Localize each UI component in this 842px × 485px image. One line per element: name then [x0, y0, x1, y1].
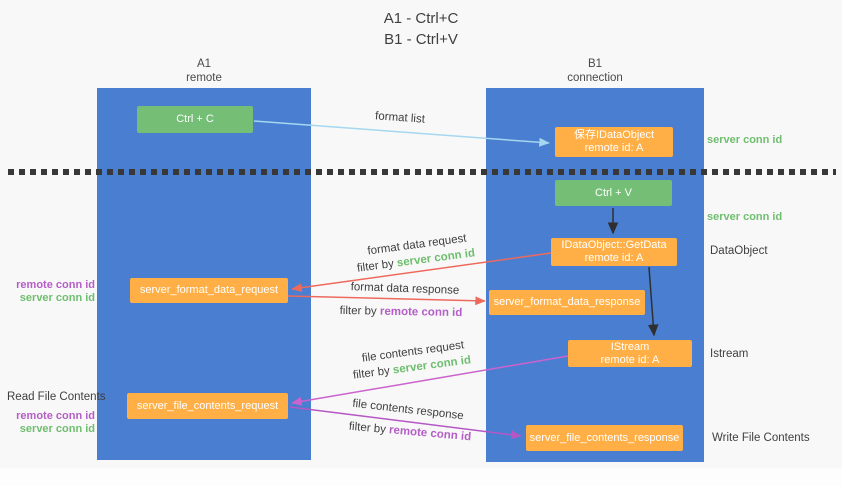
server-file-contents-request-label: server_file_contents_request — [136, 399, 279, 412]
ctrl-v-label: Ctrl + V — [595, 186, 632, 199]
lane-a1-header: A1 remote — [144, 57, 264, 85]
ctrl-c-label: Ctrl + C — [176, 113, 214, 125]
filter-by-text: filter by — [356, 257, 398, 275]
server-conn-id-label: server conn id — [19, 292, 95, 304]
annotation-istream: Istream — [710, 348, 749, 360]
title-line-1: A1 - Ctrl+C — [383, 10, 459, 27]
node-ctrl-c: Ctrl + C — [137, 106, 253, 133]
annotation-server-conn-id-mid: server conn id — [707, 211, 783, 223]
filter-by-text: filter by — [339, 304, 381, 318]
node-server-file-contents-request: server_file_contents_request — [127, 393, 288, 419]
filter-by-text: filter by — [352, 364, 394, 382]
getdata-line2: remote id: A — [584, 252, 644, 264]
save-idataobject-line1: 保存IDataObject — [573, 129, 655, 141]
node-save-idataobject: 保存IDataObject remote id: A — [555, 127, 673, 157]
annotation-server-conn-id-top: server conn id — [707, 134, 783, 146]
server-conn-id-label: server conn id — [19, 423, 95, 435]
lane-b1-name: B1 — [587, 58, 603, 70]
node-ctrl-v: Ctrl + V — [555, 180, 672, 206]
lane-b1-header: B1 connection — [535, 57, 655, 85]
server-format-data-response-label: server_format_data_response — [493, 296, 641, 308]
format-data-response-filter-label: filter by remote conn id — [340, 305, 463, 319]
file-contents-response-filter-label: filter by remote conn id — [348, 421, 471, 444]
format-list-label: format list — [374, 110, 426, 126]
format-data-response-label: format data response — [350, 281, 460, 297]
node-server-format-data-request: server_format_data_request — [130, 278, 288, 303]
server-file-contents-response-label: server_file_contents_response — [529, 431, 680, 444]
remote-conn-id-text: remote conn id — [379, 305, 463, 320]
diagram-title: A1 - Ctrl+C B1 - Ctrl+V — [0, 8, 842, 50]
annotation-file-request-conn-ids: remote conn id server conn id — [0, 410, 95, 436]
lane-b1-subtitle: connection — [567, 72, 623, 84]
annotation-read-file-contents: Read File Contents — [7, 391, 106, 403]
node-idataobject-getdata: IDataObject::GetData remote id: A — [551, 238, 677, 266]
remote-conn-id-label: remote conn id — [16, 279, 95, 291]
getdata-line1: IDataObject::GetData — [561, 239, 667, 251]
remote-conn-id-label: remote conn id — [16, 410, 95, 422]
session-divider-dotted-line — [8, 169, 836, 175]
lane-a1-name: A1 — [196, 58, 212, 70]
annotation-format-request-conn-ids: remote conn id server conn id — [0, 279, 95, 305]
save-idataobject-line2: remote id: A — [584, 142, 644, 154]
lane-a1-subtitle: remote — [186, 72, 222, 84]
bottom-strip — [0, 468, 842, 485]
server-format-data-request-label: server_format_data_request — [139, 284, 279, 296]
node-server-format-data-response: server_format_data_response — [489, 290, 645, 315]
filter-by-text: filter by — [348, 420, 390, 437]
istream-line1: IStream — [610, 340, 650, 353]
remote-conn-id-text: remote conn id — [388, 424, 472, 444]
annotation-write-file-contents: Write File Contents — [712, 432, 810, 444]
title-line-2: B1 - Ctrl+V — [384, 31, 458, 48]
node-istream: IStream remote id: A — [568, 340, 692, 367]
annotation-dataobject: DataObject — [710, 245, 768, 257]
node-server-file-contents-response: server_file_contents_response — [526, 425, 683, 451]
istream-line2: remote id: A — [600, 353, 660, 366]
file-contents-response-label: file contents response — [351, 397, 465, 423]
